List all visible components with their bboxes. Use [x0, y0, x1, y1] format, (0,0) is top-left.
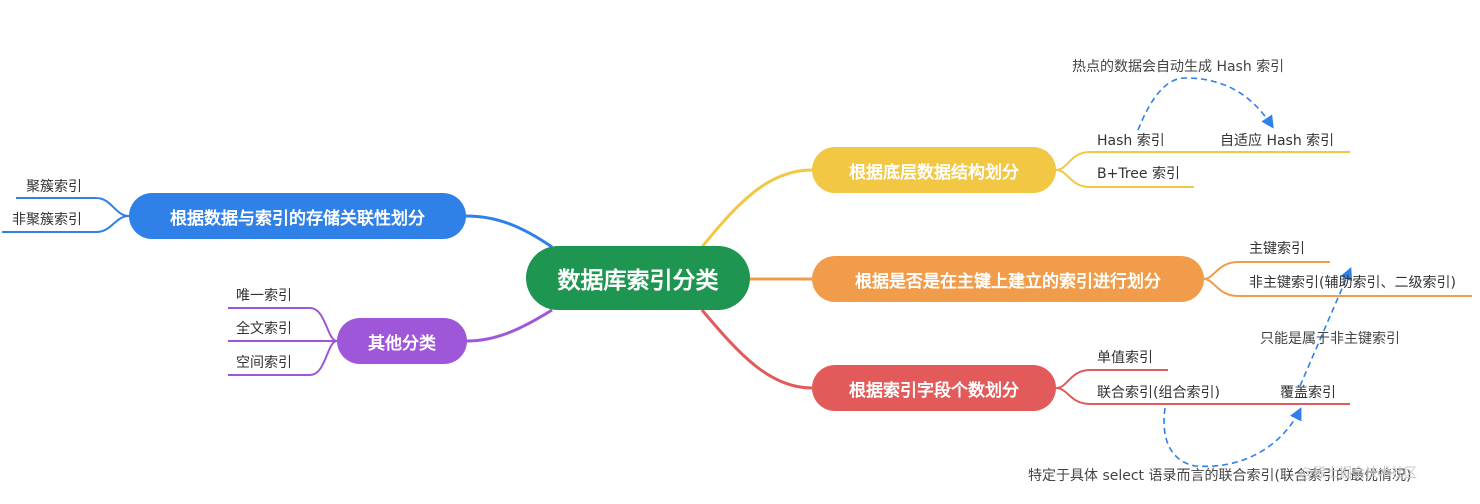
- leaf-secondary-index: 非主键索引(辅助索引、二级索引): [1249, 275, 1456, 291]
- root-node: 数据库索引分类: [526, 246, 750, 310]
- leaf-primary-index: 主键索引: [1249, 241, 1305, 257]
- leaf-btree-index: B+Tree 索引: [1097, 166, 1180, 182]
- leaf-adaptive-hash: 自适应 Hash 索引: [1220, 133, 1335, 149]
- line-primary-key-leaves: [1203, 261, 1472, 297]
- leaf-nonclustered-index: 非聚簇索引: [12, 212, 82, 228]
- branch-storage: 根据数据与索引的存储关联性划分: [129, 193, 466, 239]
- leaf-covering-index: 覆盖索引: [1280, 385, 1336, 401]
- line-root-storage: [465, 214, 553, 249]
- line-root-other: [466, 308, 553, 343]
- dashed-cover-note-up: [1299, 267, 1353, 387]
- line-other-leaves: [228, 307, 338, 376]
- leaf-unique-index: 唯一索引: [236, 288, 292, 304]
- note-hot-data-hash: 热点的数据会自动生成 Hash 索引: [1072, 59, 1285, 75]
- branch-other: 其他分类: [337, 318, 467, 364]
- branch-field-count: 根据索引字段个数划分: [812, 365, 1056, 411]
- dashed-cover-note-down: [1163, 407, 1302, 468]
- branch-primary-key: 根据是否是在主键上建立的索引进行划分: [812, 256, 1204, 302]
- leaf-clustered-index: 聚簇索引: [26, 179, 82, 195]
- note-non-primary-only: 只能是属于非主键索引: [1260, 331, 1400, 347]
- line-storage-leaves: [2, 197, 130, 233]
- leaf-fulltext-index: 全文索引: [236, 321, 292, 337]
- leaf-composite-index: 联合索引(组合索引): [1097, 385, 1220, 401]
- dashed-hash-note: [1137, 77, 1274, 131]
- line-root-structure: [700, 168, 813, 248]
- leaf-hash-index: Hash 索引: [1097, 133, 1165, 149]
- branch-structure: 根据底层数据结构划分: [812, 147, 1056, 193]
- leaf-spatial-index: 空间索引: [236, 355, 292, 371]
- leaf-single-index: 单值索引: [1097, 350, 1153, 366]
- line-structure-leaves: [1055, 151, 1194, 188]
- watermark: @稀土掘金技术社区: [1300, 466, 1418, 481]
- line-field-count-leaves: [1055, 369, 1236, 405]
- line-root-field-count: [700, 309, 813, 390]
- note-covering-definition: 特定于具体 select 语录而言的联合索引(联合索引的最优情况): [1028, 468, 1412, 484]
